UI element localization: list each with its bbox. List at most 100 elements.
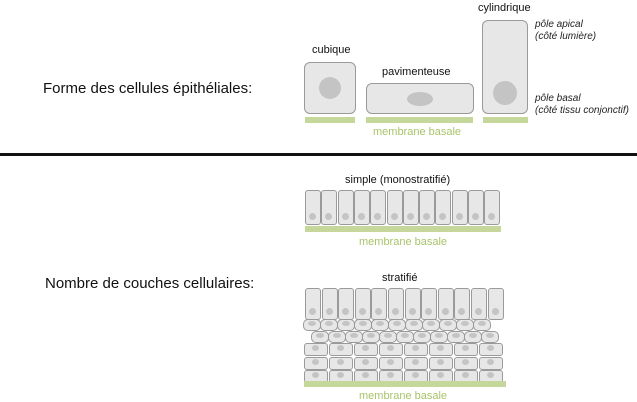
stratified-basal-cell-nucleus	[312, 345, 319, 351]
stratified-flat-cell	[396, 331, 414, 343]
simple-cell-nucleus	[390, 213, 398, 220]
cubic-cell	[304, 62, 356, 114]
simple-cell	[321, 190, 338, 225]
stratified-basal-cell	[304, 356, 328, 370]
shape-heading: Forme des cellules épithéliales:	[43, 80, 253, 97]
simple-cell-nucleus	[406, 213, 414, 220]
stratified-flat-cell-nucleus	[366, 333, 375, 338]
stratified-epithelium-label: stratifié	[382, 272, 418, 284]
squamous-cell-nucleus	[407, 92, 433, 106]
stratified-flat-cell	[464, 331, 482, 343]
simple-cell	[353, 190, 370, 225]
simple-cell-nucleus	[309, 213, 316, 220]
simple-basement-membrane	[305, 226, 501, 232]
stratified-top-cell	[454, 288, 471, 320]
stratified-basal-cell-nucleus	[312, 358, 319, 365]
stratified-top-cell	[471, 288, 487, 320]
stratified-top-cell	[321, 288, 338, 320]
simple-cell-nucleus	[374, 213, 382, 220]
stratified-basal-cell	[404, 356, 428, 370]
stratified-basal-cell	[454, 343, 478, 356]
stratified-flat-cell	[439, 319, 457, 331]
stratified-flat-cell-nucleus	[392, 321, 401, 326]
stratified-basal-cell-nucleus	[487, 358, 494, 365]
apical-side-label: (côté lumière)	[535, 31, 597, 42]
stratified-flat-cell	[362, 331, 380, 343]
stratified-flat-cell-nucleus	[349, 333, 358, 338]
simple-cell	[451, 190, 468, 225]
stratified-flat-cell-nucleus	[358, 321, 367, 326]
stratified-top-cell-nucleus	[441, 308, 449, 315]
stratified-top-cell	[338, 288, 355, 320]
top-basement-membrane-label: membrane basale	[373, 126, 462, 138]
stratified-flat-cell-nucleus	[417, 333, 426, 338]
stratified-flat-cell	[354, 319, 372, 331]
stratified-top-cell	[404, 288, 421, 320]
stratified-flat-cell	[320, 319, 338, 331]
stratified-flat-cell	[379, 331, 397, 343]
stratified-basal-cell-nucleus	[337, 358, 344, 365]
stratified-flat-cell-nucleus	[477, 321, 486, 326]
stratified-basal-cell-nucleus	[387, 372, 394, 378]
stratified-basal-cell	[329, 356, 353, 370]
simple-cell	[468, 190, 484, 225]
stratified-basal-cell	[379, 356, 403, 370]
stratified-basal-cell-nucleus	[462, 372, 469, 378]
simple-cell	[435, 190, 452, 225]
stratified-flat-cell-nucleus	[400, 333, 409, 338]
stratified-flat-cell-nucleus	[468, 333, 477, 338]
stratified-basal-cell	[354, 343, 378, 356]
simple-cell	[370, 190, 387, 225]
columnar-cell-nucleus	[493, 81, 517, 105]
stratified-flat-cell	[388, 319, 406, 331]
stratified-basal-cell-nucleus	[412, 372, 419, 378]
stratified-basal-cell	[479, 356, 503, 370]
stratified-flat-cell-nucleus	[324, 321, 333, 326]
stratified-basal-cell-nucleus	[387, 358, 394, 365]
stratified-top-cell-nucleus	[375, 308, 383, 315]
stratified-basal-cell-nucleus	[337, 345, 344, 351]
stratified-flat-cell	[447, 331, 465, 343]
simple-cell-nucleus	[472, 213, 479, 220]
simple-cell-nucleus	[423, 213, 431, 220]
stratified-top-cell	[371, 288, 388, 320]
stratified-flat-cell	[473, 319, 491, 331]
stratified-flat-cell-nucleus	[307, 321, 316, 326]
stratified-flat-cell-nucleus	[434, 333, 443, 338]
stratified-basal-cell	[354, 356, 378, 370]
stratified-flat-cell	[311, 331, 329, 343]
cubic-label: cubique	[312, 44, 351, 56]
stratified-flat-cell-nucleus	[451, 333, 460, 338]
stratified-basal-cell-nucleus	[437, 358, 444, 365]
stratified-flat-cell	[345, 331, 363, 343]
stratified-basal-cell	[429, 343, 453, 356]
stratified-top-cell-nucleus	[458, 308, 466, 315]
stratified-top-cell-nucleus	[408, 308, 416, 315]
stratified-flat-cell	[456, 319, 474, 331]
stratified-basal-cell-nucleus	[387, 345, 394, 351]
stratified-basal-cell	[379, 343, 403, 356]
stratified-basal-cell-nucleus	[462, 345, 469, 351]
squamous-basement-membrane	[366, 117, 473, 123]
stratified-top-cell	[437, 288, 454, 320]
stratified-flat-cell-nucleus	[485, 333, 494, 338]
stratified-flat-cell-nucleus	[409, 321, 418, 326]
stratified-flat-cell-nucleus	[341, 321, 350, 326]
basal-side-label: (côté tissu conjonctif)	[535, 105, 629, 116]
stratified-flat-cell	[481, 331, 499, 343]
cubic-basement-membrane	[305, 117, 355, 123]
layers-heading: Nombre de couches cellulaires:	[45, 275, 255, 292]
simple-cell-nucleus	[357, 213, 365, 220]
squamous-label: pavimenteuse	[382, 66, 451, 78]
stratified-basal-cell	[479, 343, 503, 356]
stratified-flat-cell	[422, 319, 440, 331]
simple-cell	[337, 190, 354, 225]
stratified-basal-cell-nucleus	[312, 372, 319, 378]
stratified-flat-cell	[328, 331, 346, 343]
section-divider	[0, 153, 637, 156]
stratified-top-cell	[487, 288, 504, 320]
simple-cell	[484, 190, 501, 225]
stratified-top-cell	[354, 288, 371, 320]
stratified-basal-cell-nucleus	[412, 358, 419, 365]
simple-cell-nucleus	[439, 213, 447, 220]
